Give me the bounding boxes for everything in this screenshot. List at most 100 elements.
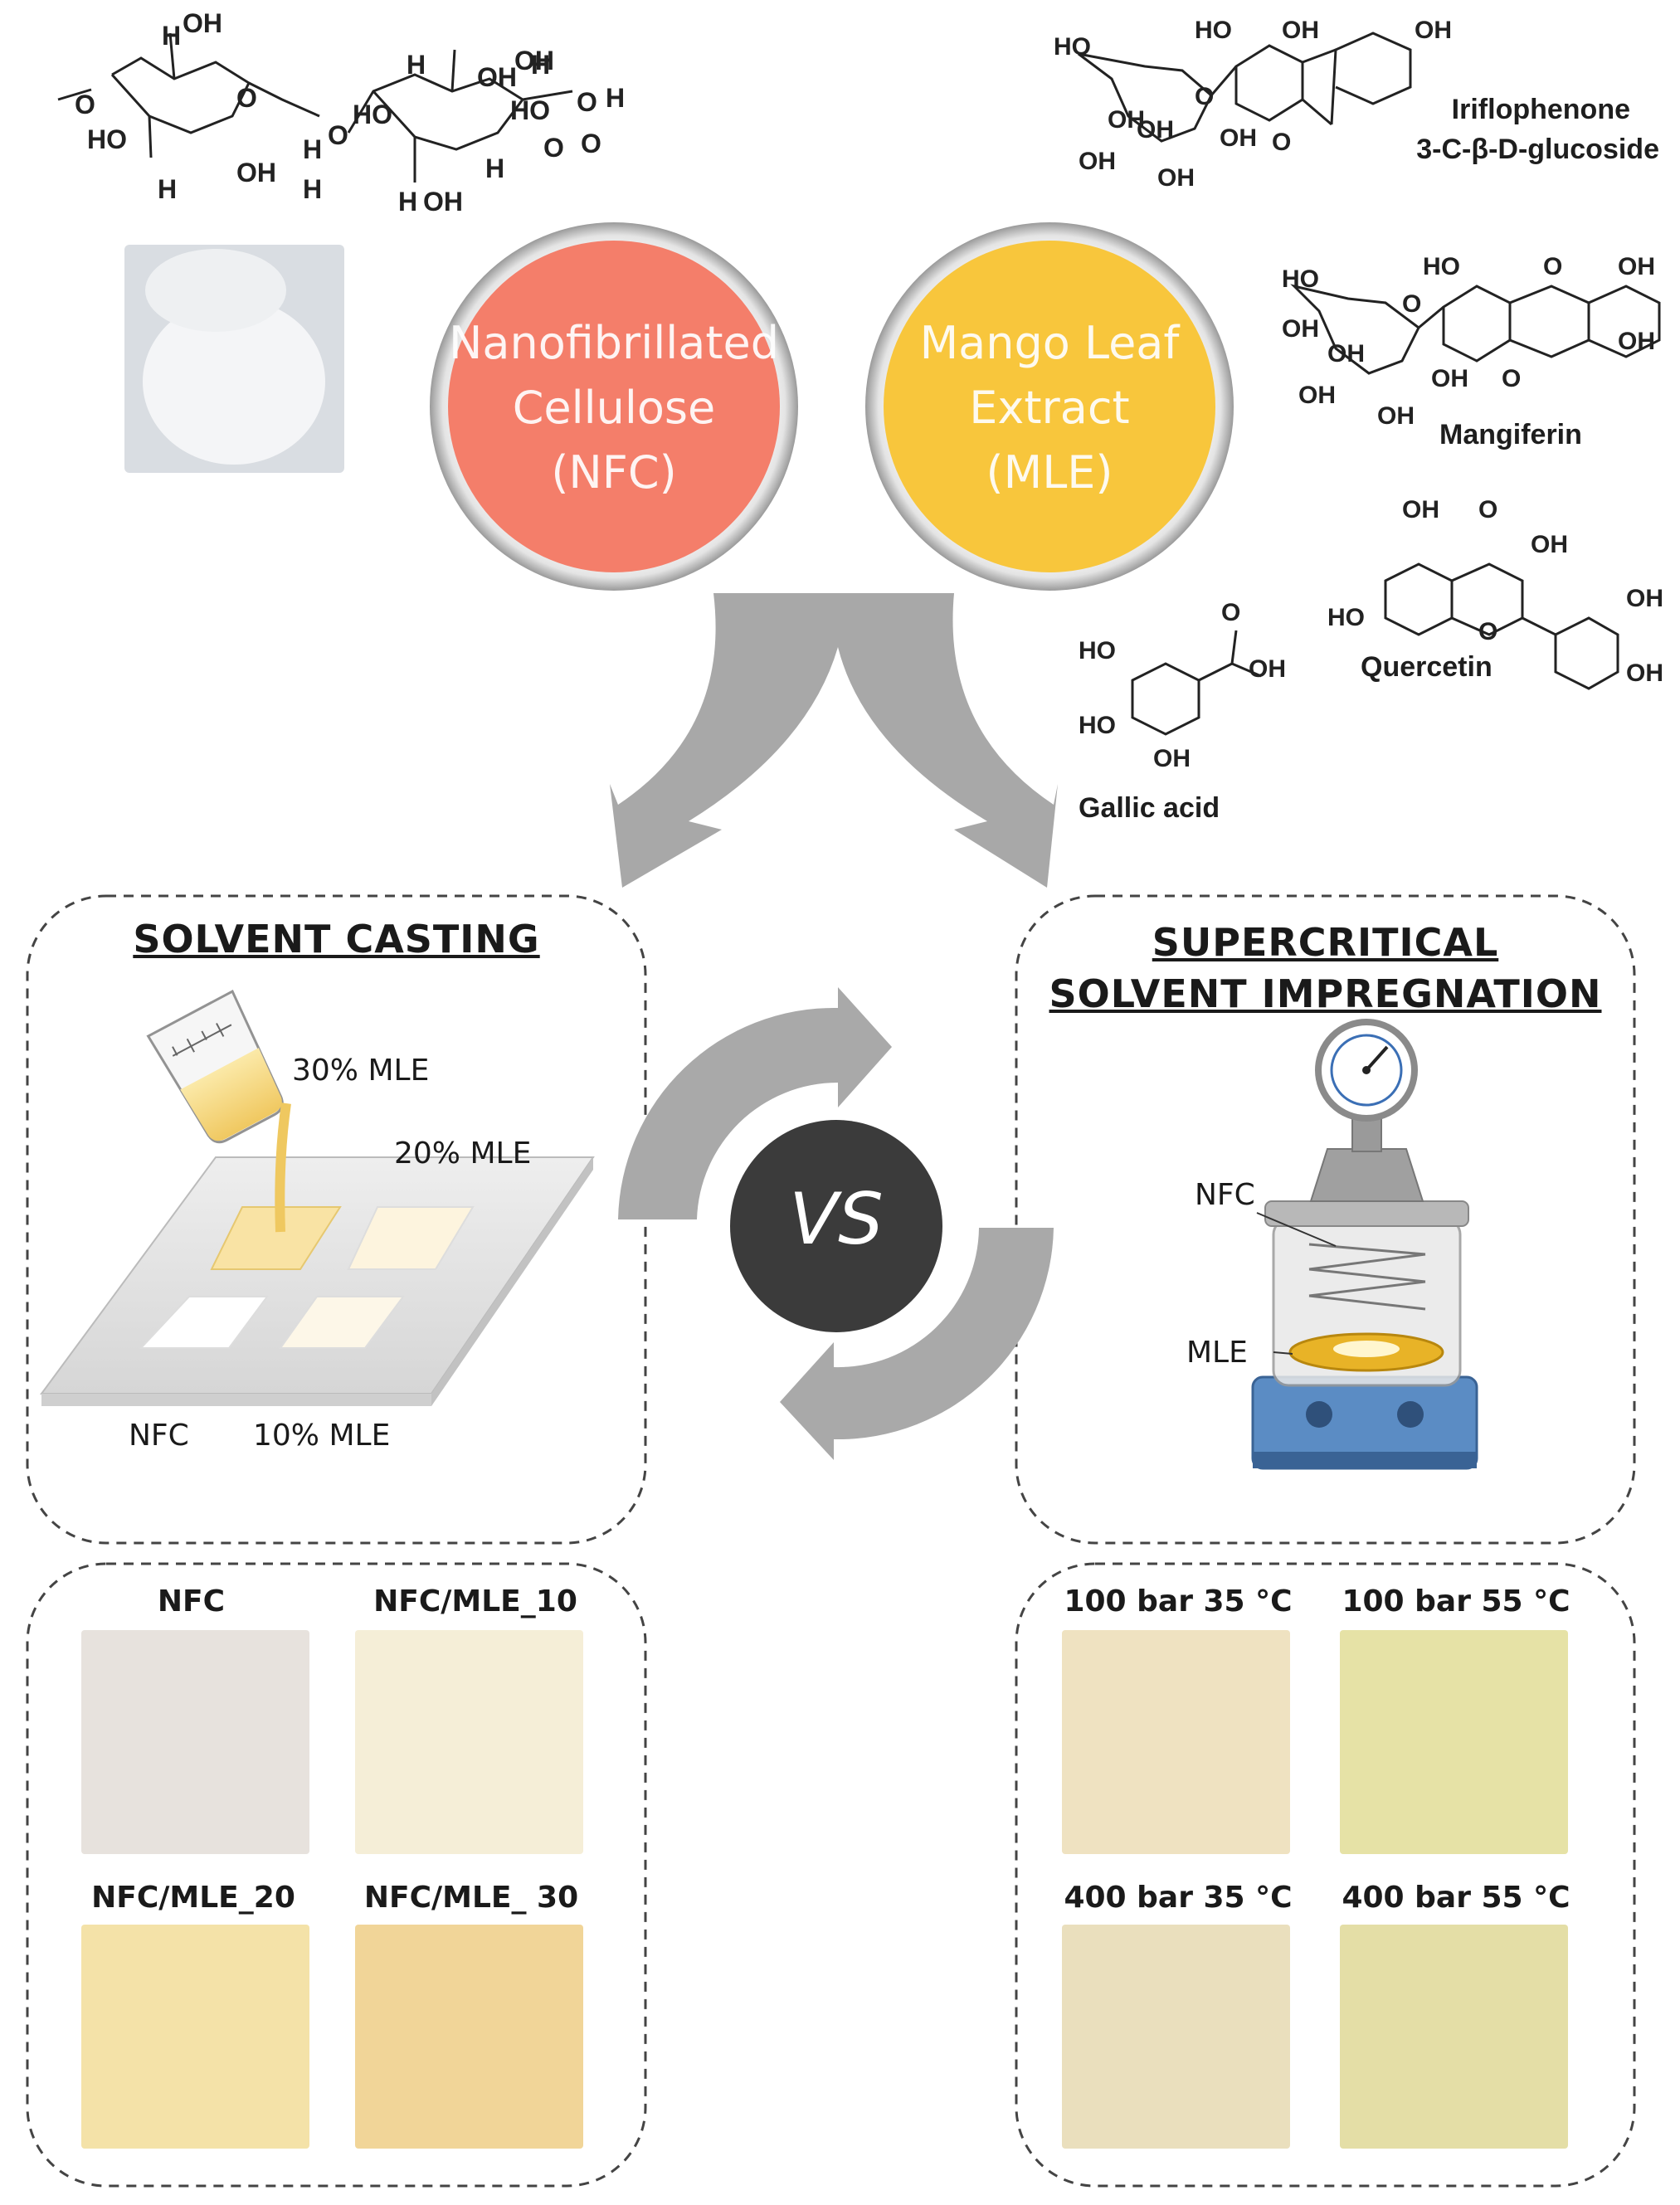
sample-swatch bbox=[1062, 1630, 1290, 1854]
iriflophenone-name-line1: Iriflophenone bbox=[1451, 94, 1630, 125]
atom-label: O bbox=[1478, 618, 1498, 645]
sample-label: 400 bar 35 °C bbox=[1064, 1881, 1293, 1915]
atom-label: O bbox=[75, 90, 95, 119]
nfc-circle bbox=[448, 241, 780, 572]
atom-label: OH bbox=[1298, 382, 1336, 409]
well-10 bbox=[279, 1296, 405, 1349]
iriflophenone-name-line2: 3-C-β-D-glucoside bbox=[1416, 134, 1659, 165]
atom-label: HO bbox=[1327, 604, 1365, 631]
atom-label: HO bbox=[353, 100, 392, 129]
iriflophenone-structure: HO HO OH OH O OH OH OH OH O OH bbox=[0, 0, 1680, 216]
atom-label: HO bbox=[1195, 17, 1232, 44]
atom-label: H bbox=[531, 50, 551, 80]
atom-label: OH bbox=[236, 158, 276, 187]
atom-label: HO bbox=[87, 124, 127, 154]
atom-label: OH bbox=[423, 187, 463, 217]
atom-label: H bbox=[303, 134, 323, 164]
vessel-lid bbox=[1264, 1200, 1469, 1227]
atom-label: O bbox=[581, 129, 601, 158]
sample-swatch bbox=[81, 1925, 309, 2149]
atom-label: OH bbox=[183, 8, 222, 38]
sample-label: NFC/MLE_20 bbox=[91, 1881, 295, 1915]
label-10-mle: 10% MLE bbox=[253, 1419, 391, 1453]
sample-swatch bbox=[355, 1630, 583, 1854]
cellulose-bonds bbox=[57, 32, 573, 183]
well-30 bbox=[210, 1206, 342, 1270]
gallic-acid-structure: O HO OH HO OH bbox=[0, 0, 1680, 796]
label-30-mle: 30% MLE bbox=[292, 1054, 430, 1088]
beaker bbox=[146, 989, 284, 1144]
atom-label: H bbox=[485, 153, 505, 183]
mangiferin-name: Mangiferin bbox=[1439, 419, 1582, 450]
mle-label-line1: Mango Leaf bbox=[919, 317, 1180, 369]
sample-swatch bbox=[1340, 1630, 1568, 1854]
atom-label: O bbox=[1221, 599, 1241, 626]
atom-label: OH bbox=[1618, 328, 1655, 355]
nfc-label-line1: Nanofibrillated bbox=[448, 317, 779, 369]
label-nfc-well: NFC bbox=[129, 1419, 189, 1453]
mle-circle-label: Mango Leaf Extract (MLE) bbox=[884, 311, 1215, 505]
atom-label: OH bbox=[1137, 116, 1174, 144]
atom-label: H bbox=[303, 174, 323, 204]
atom-label: O bbox=[1543, 253, 1563, 280]
sample-swatch bbox=[1062, 1925, 1290, 2149]
cycle-arrow-top bbox=[618, 987, 892, 1219]
mle-label-line2: Extract bbox=[969, 382, 1130, 434]
supercritical-box bbox=[1015, 894, 1636, 1545]
atom-label: OH bbox=[1431, 365, 1468, 392]
nfc-circle-label: Nanofibrillated Cellulose (NFC) bbox=[448, 311, 780, 505]
atom-label: H bbox=[606, 83, 626, 113]
atom-label: HO bbox=[1282, 265, 1319, 293]
mle-pointer bbox=[1273, 1351, 1293, 1355]
atom-label: HO bbox=[510, 95, 550, 125]
label-mle-vessel: MLE bbox=[1186, 1336, 1248, 1370]
supercritical-title-line2: SOLVENT IMPREGNATION bbox=[1049, 971, 1602, 1016]
atom-label: O bbox=[236, 83, 257, 113]
atom-label: O bbox=[577, 87, 597, 117]
atom-label: HO bbox=[1079, 712, 1116, 739]
sample-label: 100 bar 35 °C bbox=[1064, 1584, 1293, 1618]
sample-label: 100 bar 55 °C bbox=[1342, 1584, 1570, 1618]
casting-plate-side bbox=[431, 1157, 593, 1406]
atom-label: O bbox=[1402, 290, 1422, 318]
label-20-mle: 20% MLE bbox=[394, 1137, 532, 1171]
supercritical-title-line1: SUPERCRITICAL bbox=[1152, 920, 1499, 965]
solvent-casting-title: SOLVENT CASTING bbox=[133, 917, 540, 961]
nfc-pointer bbox=[1256, 1212, 1337, 1247]
sample-swatch bbox=[355, 1925, 583, 2149]
atom-label: O bbox=[1478, 496, 1498, 523]
sample-label: NFC/MLE_ 30 bbox=[363, 1881, 579, 1915]
casting-samples-box bbox=[26, 1562, 647, 2188]
cycle-arrow-bottom bbox=[780, 1228, 1054, 1460]
iriflophenone-bonds bbox=[1078, 32, 1412, 143]
iriflophenone-name: Iriflophenone 3-C-β-D-glucoside bbox=[1327, 90, 1659, 169]
mangiferin-structure: HO HO O OH OH O OH OH OH O OH OH bbox=[0, 0, 1680, 465]
atom-label: OH bbox=[1282, 315, 1319, 343]
atom-label: OH bbox=[1153, 745, 1191, 772]
atom-label: H bbox=[158, 174, 178, 204]
mle-label-line3: (MLE) bbox=[986, 446, 1113, 499]
supercritical-title: SUPERCRITICAL SOLVENT IMPREGNATION bbox=[1016, 917, 1634, 1020]
casting-samples-grid: NFC NFC/MLE_10 NFC/MLE_20 NFC/MLE_ 30 bbox=[27, 1564, 645, 2186]
vs-circle bbox=[730, 1120, 942, 1332]
atom-label: OH bbox=[1282, 17, 1319, 44]
atom-label: HO bbox=[1079, 637, 1116, 664]
label-nfc-vessel: NFC bbox=[1195, 1178, 1255, 1212]
sci-samples-grid: 100 bar 35 °C 100 bar 55 °C 400 bar 35 °… bbox=[1016, 1564, 1634, 2186]
atom-label: OH bbox=[1327, 340, 1365, 368]
sample-swatch bbox=[1340, 1925, 1568, 2149]
atom-label: O bbox=[543, 133, 564, 163]
atom-label: OH bbox=[1157, 164, 1195, 192]
vessel-cap bbox=[1309, 1148, 1424, 1202]
atom-label: OH bbox=[514, 46, 554, 75]
quercetin-bonds bbox=[1384, 562, 1619, 690]
atom-label: OH bbox=[1415, 17, 1452, 44]
quercetin-structure: OH O OH HO O OH OH bbox=[0, 0, 1680, 713]
atom-label: O bbox=[1195, 83, 1215, 110]
sample-swatch bbox=[81, 1630, 309, 1854]
atom-label: OH bbox=[1618, 253, 1655, 280]
quercetin-name: Quercetin bbox=[1361, 651, 1493, 683]
stirrer-knob-left bbox=[1306, 1401, 1332, 1428]
well-20 bbox=[347, 1206, 475, 1270]
